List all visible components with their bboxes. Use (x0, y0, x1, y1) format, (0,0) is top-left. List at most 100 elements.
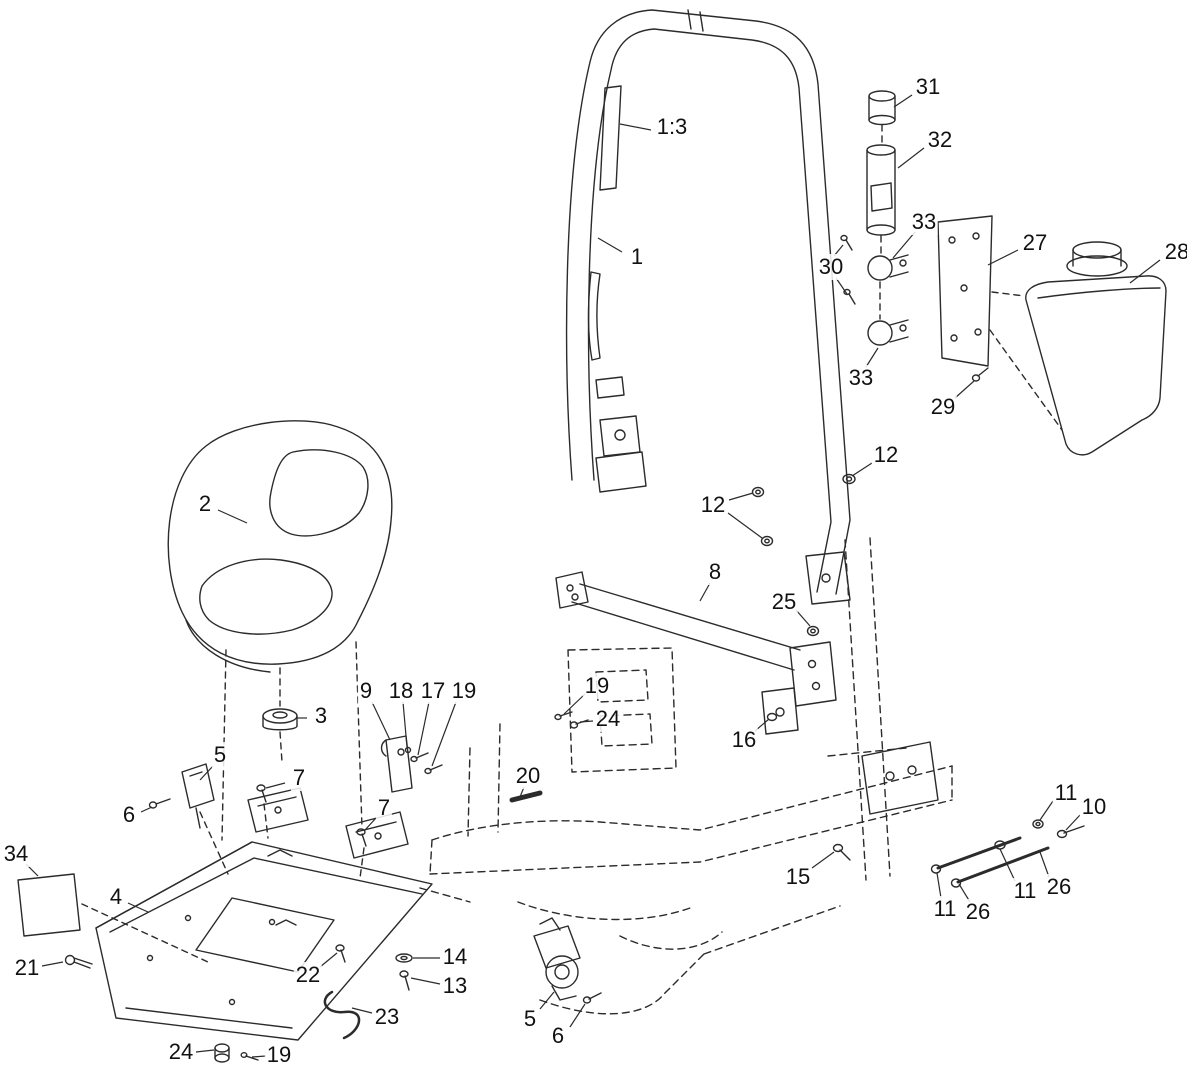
callout-25-14: 25 (769, 589, 799, 615)
callout-15-28: 15 (783, 864, 813, 890)
callout-11-33: 11 (931, 896, 959, 922)
callout-11-31: 11 (1011, 878, 1039, 904)
leader-line (251, 1055, 267, 1058)
clamps (867, 254, 909, 346)
callout-18-17: 18 (386, 678, 416, 704)
callout-3-15: 3 (312, 703, 330, 729)
callout-6-43: 6 (549, 1023, 567, 1049)
callout-24-44: 24 (166, 1039, 196, 1065)
leader-line (987, 249, 1019, 266)
rollbar-mount-brackets (761, 551, 851, 735)
latch-bracket-small (380, 735, 413, 793)
callout-19-19: 19 (449, 678, 479, 704)
overflow-cylinder (866, 90, 896, 236)
leader-line (539, 991, 555, 1010)
leader-line (727, 512, 763, 539)
leader-line (127, 902, 149, 913)
leader-line (954, 380, 975, 399)
callout-28-6: 28 (1162, 239, 1187, 265)
callout-20-23: 20 (513, 763, 543, 789)
callout-26-32: 26 (1044, 874, 1074, 900)
callout-13-40: 13 (440, 973, 470, 999)
callout-12-10: 12 (871, 442, 901, 468)
seat-outline (167, 420, 393, 673)
latch-rod (323, 990, 361, 1040)
callout-1-1: 1 (628, 244, 646, 270)
leader-line (897, 147, 925, 169)
leader-line (364, 817, 377, 831)
rollbar-decal (599, 85, 622, 191)
callout-23-41: 23 (372, 1004, 402, 1030)
leader-line (579, 720, 594, 723)
callout-26-34: 26 (963, 899, 993, 925)
leader-line (795, 609, 811, 627)
leader-line (431, 701, 457, 767)
leader-line (410, 977, 441, 985)
frame-outline-dashed (419, 537, 953, 1015)
leader-line (351, 1007, 373, 1014)
callout-16-22: 16 (729, 727, 759, 753)
callout-10-30: 10 (1079, 794, 1109, 820)
callout-30-7: 30 (816, 254, 846, 280)
seat-washer (262, 708, 298, 731)
leader-line (195, 1049, 215, 1053)
callout-27-5: 27 (1020, 230, 1050, 256)
leader-line (371, 701, 391, 741)
callout-21-37: 21 (12, 955, 42, 981)
callout-22-38: 22 (293, 962, 323, 988)
tank-alignment-dashed (879, 124, 1063, 431)
leader-line (892, 231, 916, 259)
leader-line (140, 806, 153, 813)
callout-31-2: 31 (913, 74, 943, 100)
callout-8-13: 8 (706, 559, 724, 585)
callout-17-18: 17 (418, 678, 448, 704)
leader-line (811, 851, 835, 869)
cross-brace-outline (555, 571, 801, 671)
leader-line (417, 701, 430, 756)
callout-6-26: 6 (120, 802, 138, 828)
leader-line (217, 509, 248, 524)
leader-line (1065, 814, 1081, 831)
callout-34-35: 34 (1, 841, 31, 867)
mount-plate-outline (937, 215, 993, 367)
callout-12-11: 12 (698, 492, 728, 518)
callout-33-4: 33 (909, 209, 939, 235)
callout-33-8: 33 (846, 365, 876, 391)
callout-1-3-0: 1:3 (654, 114, 690, 140)
rh-mount-bracket (861, 741, 939, 815)
callout-7-25: 7 (290, 765, 308, 791)
leader-line (1039, 851, 1050, 878)
callout-5-42: 5 (521, 1006, 539, 1032)
leader-line (1039, 800, 1054, 821)
leader-line (699, 582, 711, 602)
decal-plate (17, 873, 81, 937)
callout-19-20: 19 (582, 673, 612, 699)
callout-29-9: 29 (928, 394, 958, 420)
callout-19-45: 19 (264, 1042, 294, 1068)
callout-11-29: 11 (1052, 780, 1080, 806)
latch-assembly (533, 917, 581, 1001)
leader-line (402, 701, 408, 748)
leader-line (1129, 259, 1161, 284)
leader-line (319, 952, 338, 968)
callout-5-24: 5 (211, 742, 229, 768)
leader-line (265, 782, 286, 789)
fuel-tank-outline (1025, 241, 1167, 456)
callout-4-36: 4 (107, 884, 125, 910)
leader-line (999, 848, 1016, 882)
callout-32-3: 32 (925, 127, 955, 153)
leader-line (563, 693, 586, 715)
callout-7-27: 7 (375, 795, 393, 821)
leader-line (619, 123, 652, 131)
leader-line (569, 1003, 586, 1028)
leader-line (865, 347, 879, 368)
leader-line (893, 94, 913, 108)
leader-line (199, 765, 214, 781)
callout-2-12: 2 (196, 491, 214, 517)
leader-line (936, 872, 942, 899)
assembly-alignment-lines (81, 641, 365, 963)
seat-stop-bracket (181, 763, 215, 829)
